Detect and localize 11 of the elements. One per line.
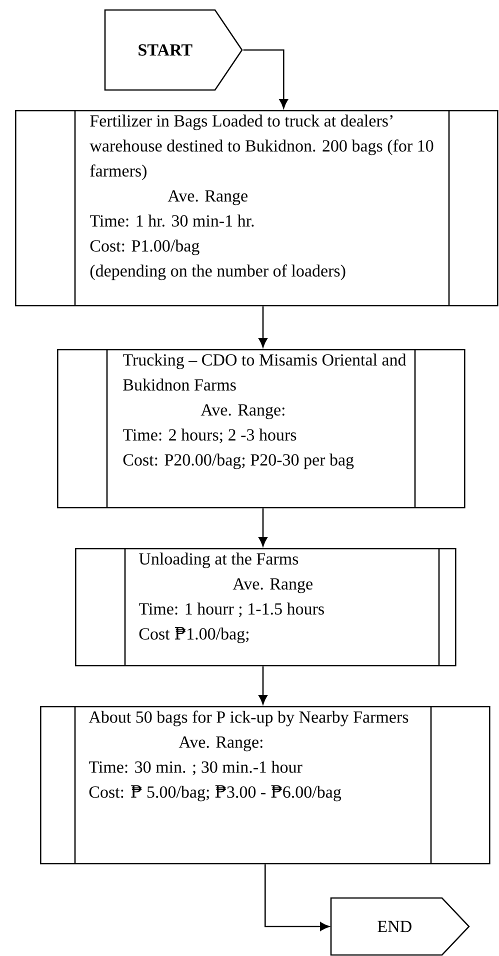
arrow (264, 864, 330, 931)
arrow (258, 666, 268, 704)
arrow (258, 306, 268, 348)
process-box: Unloading at the Farms Ave. Range Time: 1 hourr ; 1-1.5 hours Cost ₱1.00/bag; (75, 548, 456, 666)
process-box: Fertilizer in Bags Loaded to truck at dealers’ warehouse destined to Bukidnon. 200 bags (for 10 farmers) Ave. Range Time: 1 hr. 30 min-1 hr. Cost: P1.00/bag (depending on the number of loaders) (15, 110, 498, 306)
end-terminal: END (330, 897, 470, 956)
arrow (258, 508, 268, 546)
arrow (243, 49, 288, 108)
process-box: About 50 bags for P ick-up by Nearby Farmers Ave. Range: Time: 30 min. ; 30 min.-1 hour Cost: ₱ 5.00/bag; ₱3.00 - ₱6.00/bag (40, 706, 490, 864)
process-box: Trucking – CDO to Misamis Oriental and Bukidnon Farms Ave. Range: Time: 2 hours; 2 -3 hours Cost: P20.00/bag; P20-30 per bag (57, 349, 466, 508)
start-terminal: START (104, 9, 243, 91)
